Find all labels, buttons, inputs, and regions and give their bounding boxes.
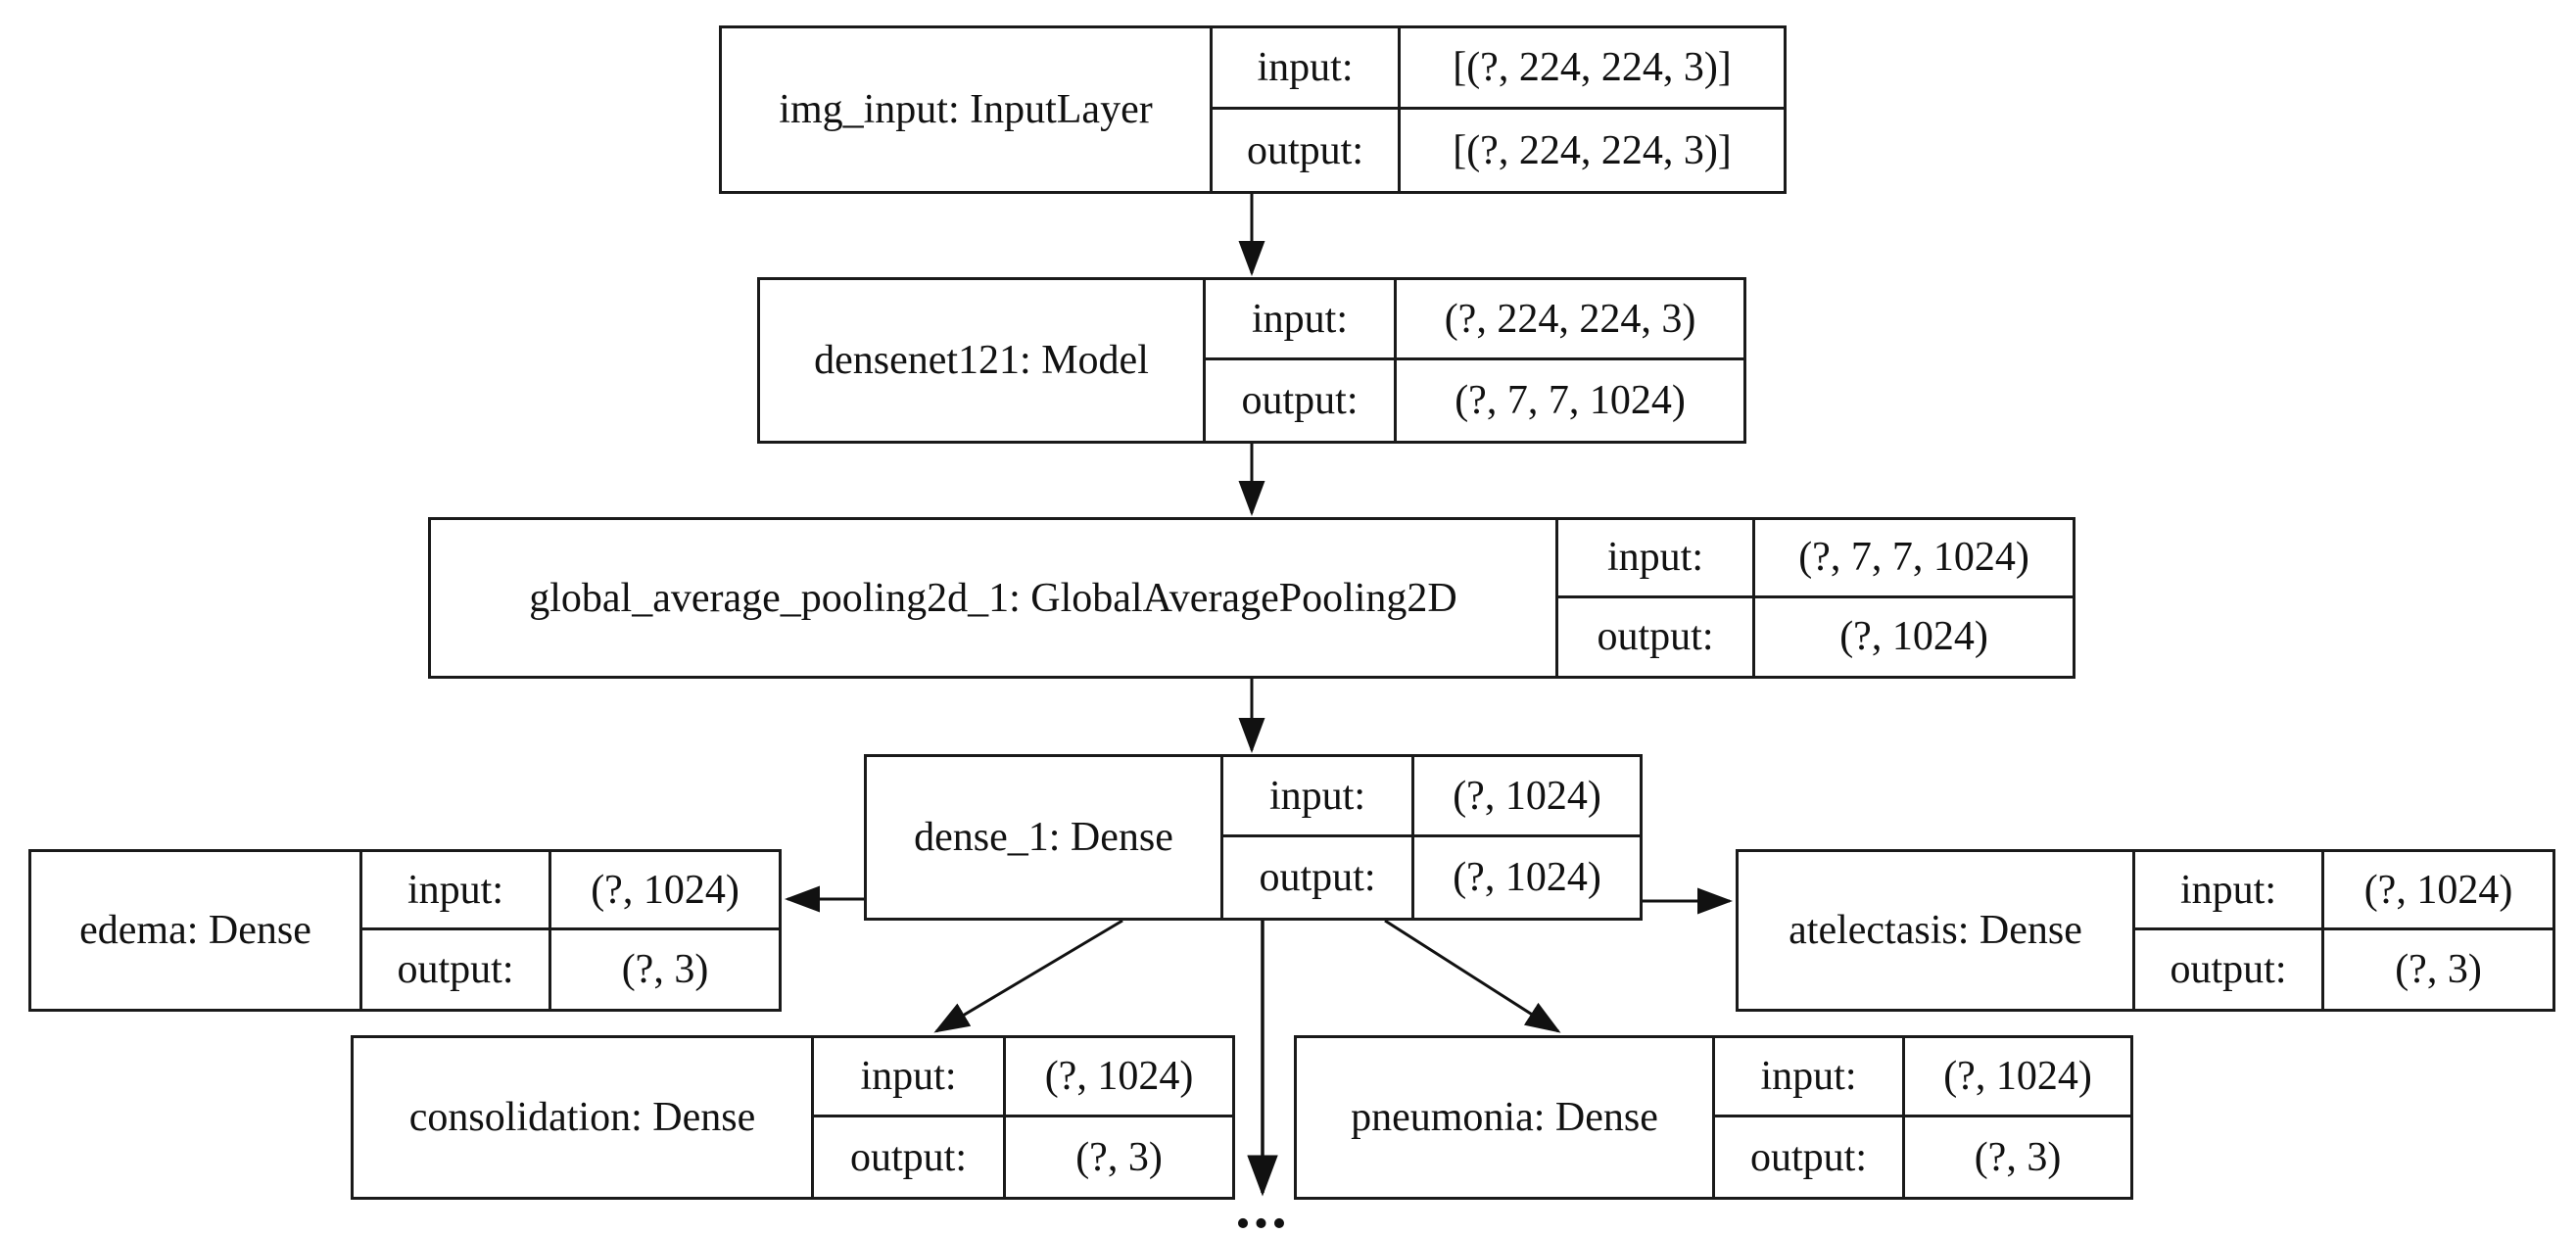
- output-shape: (?, 3): [1974, 1134, 2062, 1180]
- input-label: input:: [2135, 852, 2324, 930]
- output-label: output:: [1223, 837, 1414, 918]
- output-label: output:: [814, 1117, 1006, 1197]
- truncated-outputs-ellipsis: ...: [1235, 1174, 1290, 1235]
- layer-node-global-average-pooling2d-1: global_average_pooling2d_1: GlobalAverag…: [428, 517, 2075, 679]
- layer-name: img_input: InputLayer: [722, 28, 1213, 191]
- input-shape: (?, 7, 7, 1024): [1755, 520, 2073, 598]
- output-label: output:: [1558, 597, 1755, 676]
- input-label: input:: [814, 1038, 1006, 1117]
- layer-name: dense_1: Dense: [867, 757, 1223, 918]
- layer-name: pneumonia: Dense: [1297, 1038, 1715, 1197]
- output-label: output:: [362, 930, 551, 1009]
- output-shape: (?, 1024): [1839, 614, 1988, 660]
- input-shape: (?, 1024): [1905, 1038, 2130, 1117]
- layer-name: densenet121: Model: [760, 280, 1206, 441]
- output-label: output:: [1715, 1117, 1905, 1197]
- output-label: output:: [1213, 110, 1401, 191]
- output-shape: (?, 1024): [1453, 855, 1601, 900]
- layer-node-atelectasis: atelectasis: Dense input: (?, 1024) outp…: [1736, 849, 2555, 1012]
- layer-name: atelectasis: Dense: [1739, 852, 2135, 1009]
- layer-node-dense-1: dense_1: Dense input: (?, 1024) output: …: [864, 754, 1643, 921]
- input-shape: (?, 224, 224, 3): [1397, 280, 1743, 360]
- layer-name: consolidation: Dense: [354, 1038, 814, 1197]
- input-shape: (?, 1024): [551, 852, 779, 930]
- output-shape: (?, 3): [621, 947, 709, 992]
- output-label: output:: [1206, 360, 1397, 441]
- layer-node-consolidation: consolidation: Dense input: (?, 1024) ou…: [351, 1035, 1235, 1200]
- layer-node-img-input: img_input: InputLayer input: [(?, 224, 2…: [719, 25, 1787, 194]
- edge-dense-1-to-consolidation: [933, 919, 1123, 1033]
- output-shape: (?, 3): [2395, 947, 2482, 992]
- input-label: input:: [1206, 280, 1397, 360]
- layer-node-pneumonia: pneumonia: Dense input: (?, 1024) output…: [1294, 1035, 2133, 1200]
- layer-node-edema: edema: Dense input: (?, 1024) output: (?…: [28, 849, 782, 1012]
- input-shape: (?, 1024): [1006, 1038, 1232, 1117]
- output-shape: [(?, 224, 224, 3)]: [1453, 127, 1732, 173]
- output-shape: (?, 7, 7, 1024): [1455, 378, 1686, 423]
- layer-name: edema: Dense: [31, 852, 362, 1009]
- input-label: input:: [362, 852, 551, 930]
- input-label: input:: [1558, 520, 1755, 598]
- input-label: input:: [1213, 28, 1401, 110]
- edge-dense-1-to-pneumonia: [1384, 919, 1561, 1033]
- output-shape: (?, 3): [1075, 1134, 1163, 1180]
- input-shape: (?, 1024): [2324, 852, 2552, 930]
- layer-name: global_average_pooling2d_1: GlobalAverag…: [431, 520, 1558, 676]
- output-label: output:: [2135, 930, 2324, 1009]
- input-label: input:: [1715, 1038, 1905, 1117]
- input-shape: (?, 1024): [1414, 757, 1640, 837]
- input-label: input:: [1223, 757, 1414, 837]
- layer-node-densenet121: densenet121: Model input: (?, 224, 224, …: [757, 277, 1746, 444]
- input-shape: [(?, 224, 224, 3)]: [1401, 28, 1784, 110]
